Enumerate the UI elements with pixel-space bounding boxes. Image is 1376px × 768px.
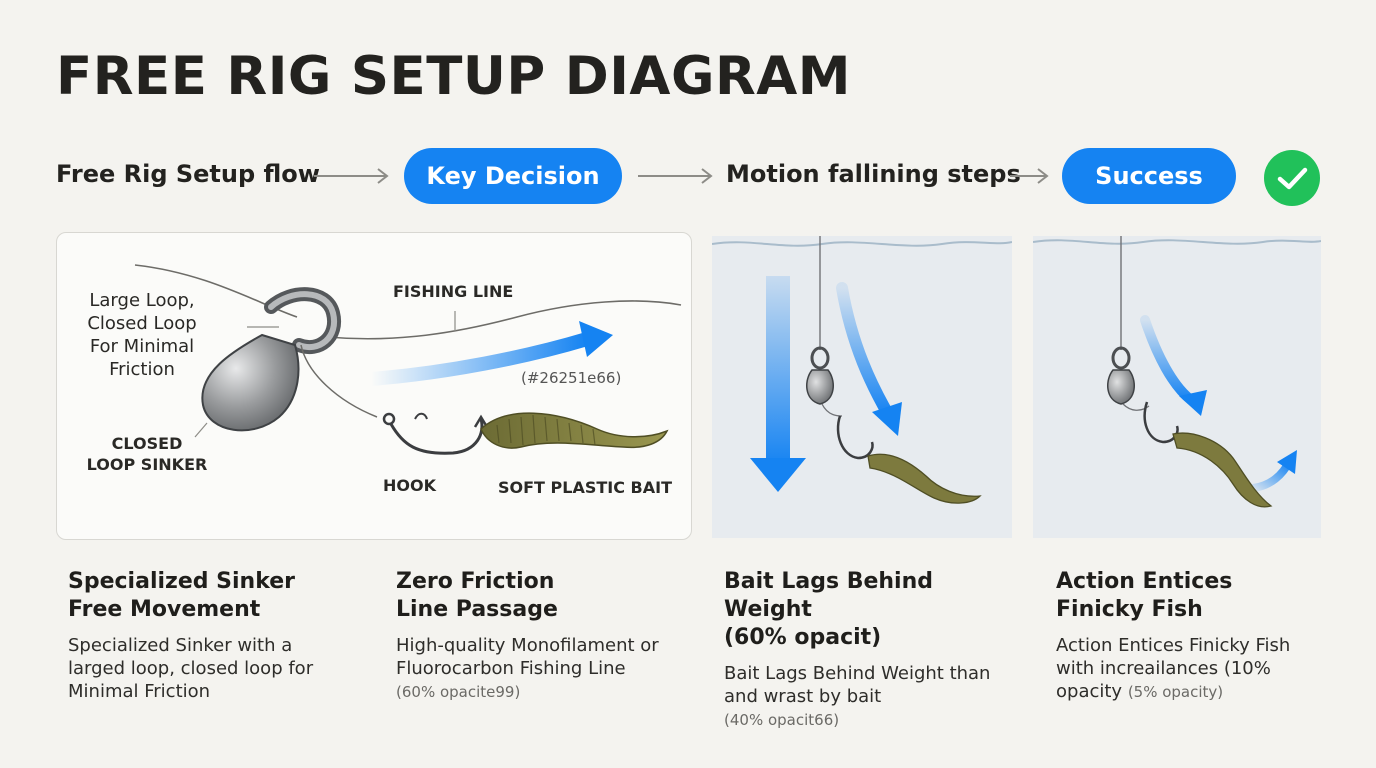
fall-arrow-icon <box>766 276 790 466</box>
label-loop: Large Loop, Closed Loop For Minimal Fric… <box>87 290 197 380</box>
flow-step-motion: Motion fallining steps <box>726 160 1021 188</box>
column-lag: Bait Lags Behind Weight (60% opacit) Bai… <box>724 568 1014 732</box>
key-decision-label: Key Decision <box>426 162 600 190</box>
success-button[interactable]: Success <box>1062 148 1236 204</box>
motion-arrow-icon <box>836 282 894 420</box>
bait-icon <box>867 453 982 504</box>
label-bait: SOFT PLASTIC BAIT <box>498 478 672 497</box>
hook-icon <box>836 415 874 460</box>
column-heading: Specialized Sinker Free Movement <box>68 569 296 622</box>
check-icon <box>1264 150 1320 206</box>
column-heading: Zero Friction Line Passage <box>396 569 558 622</box>
column-body: Bait Lags Behind Weight than and wrast b… <box>724 663 991 729</box>
sinker-icon <box>1107 346 1135 405</box>
falling-motion-panel <box>712 236 1012 538</box>
motion-arrow-icon <box>1140 315 1196 405</box>
rig-diagram <box>134 264 682 455</box>
arrow-right-icon <box>314 168 389 184</box>
column-body: Action Entices Finicky Fish with increai… <box>1056 635 1291 702</box>
label-color-note: (#26251e66) <box>521 369 622 387</box>
column-body: High-quality Monofilament or Fluorocarbo… <box>396 635 659 701</box>
label-fishing-line: FISHING LINE <box>393 282 514 301</box>
column-action: Action Entices Finicky Fish Action Entic… <box>1056 568 1356 704</box>
water-surface <box>1033 239 1321 245</box>
column-heading: Action Entices Finicky Fish <box>1056 569 1233 622</box>
bait-icon <box>1172 432 1273 508</box>
column-body: Specialized Sinker with a larged loop, c… <box>68 635 314 702</box>
column-sinker: Specialized Sinker Free Movement Special… <box>68 568 358 703</box>
success-label: Success <box>1095 162 1203 190</box>
water-surface <box>712 241 1012 247</box>
rig-diagram-panel: Large Loop, Closed Loop For Minimal Fric… <box>56 232 692 540</box>
action-panel <box>1033 236 1321 538</box>
column-heading: Bait Lags Behind Weight (60% opacit) <box>724 569 933 650</box>
label-hook: HOOK <box>383 476 436 495</box>
page-title: FREE RIG SETUP DIAGRAM <box>56 46 852 107</box>
sinker-icon <box>201 287 342 432</box>
flow-bar: Free Rig Setup flow Key Decision Motion … <box>0 146 1376 206</box>
action-diagram <box>1033 236 1321 508</box>
flow-step-setup: Free Rig Setup flow <box>56 160 320 188</box>
arrow-right-icon <box>638 168 713 184</box>
column-line: Zero Friction Line Passage High-quality … <box>396 568 686 704</box>
key-decision-button[interactable]: Key Decision <box>404 148 622 204</box>
sinker-icon <box>806 346 834 405</box>
hook-icon <box>1143 401 1179 444</box>
label-sinker: CLOSED LOOP SINKER <box>86 434 208 474</box>
arrow-right-icon <box>1010 168 1049 184</box>
hook-icon <box>382 412 489 455</box>
motion-arrow-icon <box>364 332 594 386</box>
bait-icon <box>480 412 669 449</box>
falling-motion-diagram <box>712 236 1012 504</box>
